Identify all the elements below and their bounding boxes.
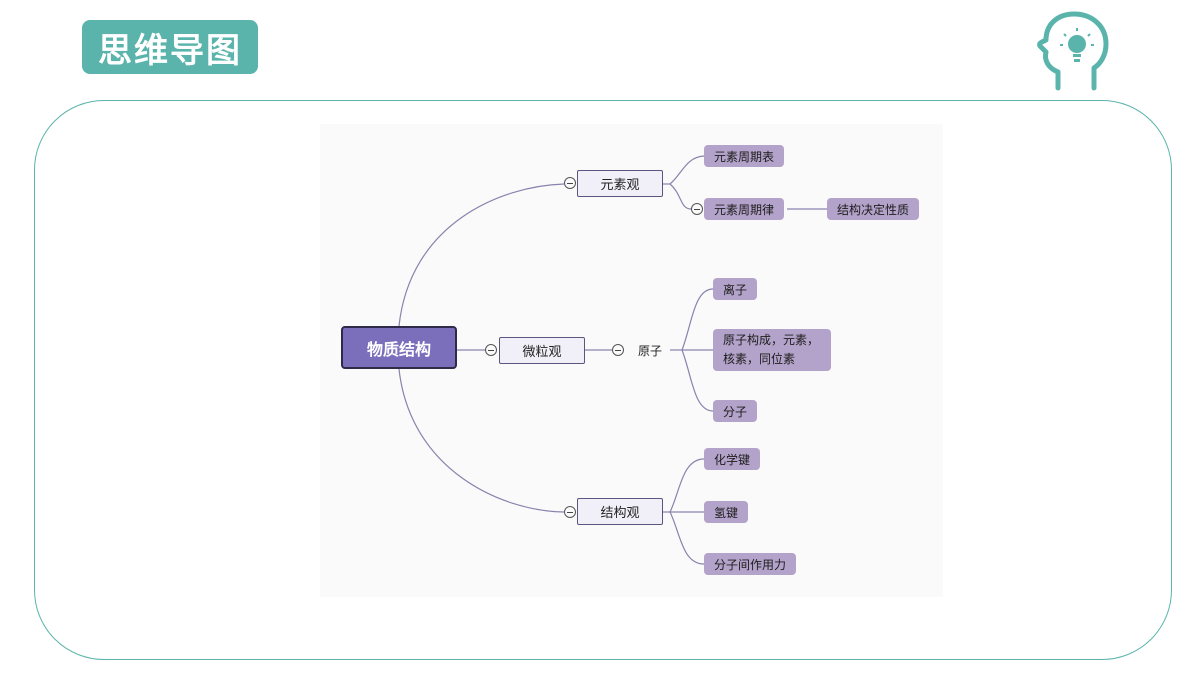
connector-jiegouguan-fenzijian — [669, 511, 705, 565]
collapse-weiliguan-icon[interactable] — [485, 344, 497, 356]
leaf-node-zhouqibiao[interactable]: 元素周期表 — [704, 145, 785, 167]
root-node[interactable]: 物质结构 — [341, 326, 457, 369]
connector-root-jiegouguan — [398, 368, 565, 513]
leaf-node-fenzi[interactable]: 分子 — [713, 400, 758, 422]
page-title: 思维导图 — [82, 20, 258, 74]
connector-jiegouguan-huaxuejian — [669, 458, 705, 513]
leaf-node-qingjian[interactable]: 氢键 — [704, 501, 749, 523]
mind-map: 物质结构 元素观 微粒观 结构观 元素周期表 元素周期律 结构决定性质 原子 离… — [320, 124, 943, 597]
leaf-node-jiegoujueding[interactable]: 结构决定性质 — [827, 198, 920, 220]
leaf-node-huaxuejian[interactable]: 化学键 — [704, 448, 761, 470]
connector-yuansuguan-zhouqibiao — [669, 155, 705, 185]
leaf-node-lizi[interactable]: 离子 — [713, 278, 758, 300]
connector-root-yuansuguan — [398, 183, 565, 327]
leaf-node-fenzijian[interactable]: 分子间作用力 — [704, 553, 797, 575]
head-lightbulb-icon — [1037, 11, 1109, 91]
branch-node-jiegouguan[interactable]: 结构观 — [577, 498, 663, 525]
collapse-jiegouguan-icon[interactable] — [564, 506, 576, 518]
leaf-text-line-2: 核素，同位素 — [723, 352, 796, 366]
leaf-node-yuanzigoucheng[interactable]: 原子构成，元素， 核素，同位素 — [713, 329, 831, 371]
branch-node-weiliguan[interactable]: 微粒观 — [499, 337, 585, 364]
leaf-text-line-1: 原子构成，元素， — [723, 333, 820, 347]
branch-node-yuansuguan[interactable]: 元素观 — [577, 170, 663, 197]
collapse-zhouqilv-icon[interactable] — [691, 203, 703, 215]
node-yuanzi[interactable]: 原子 — [637, 343, 662, 358]
collapse-yuanzi-icon[interactable] — [612, 344, 624, 356]
leaf-node-zhouqilv[interactable]: 元素周期律 — [704, 198, 785, 220]
connector-yuansuguan-zhouqilv — [669, 183, 692, 210]
collapse-yuansuguan-icon[interactable] — [564, 177, 576, 189]
connector-yuanzi-fenzi — [681, 349, 714, 412]
mind-map-connectors — [398, 155, 827, 565]
connector-yuanzi-lizi — [681, 288, 714, 351]
